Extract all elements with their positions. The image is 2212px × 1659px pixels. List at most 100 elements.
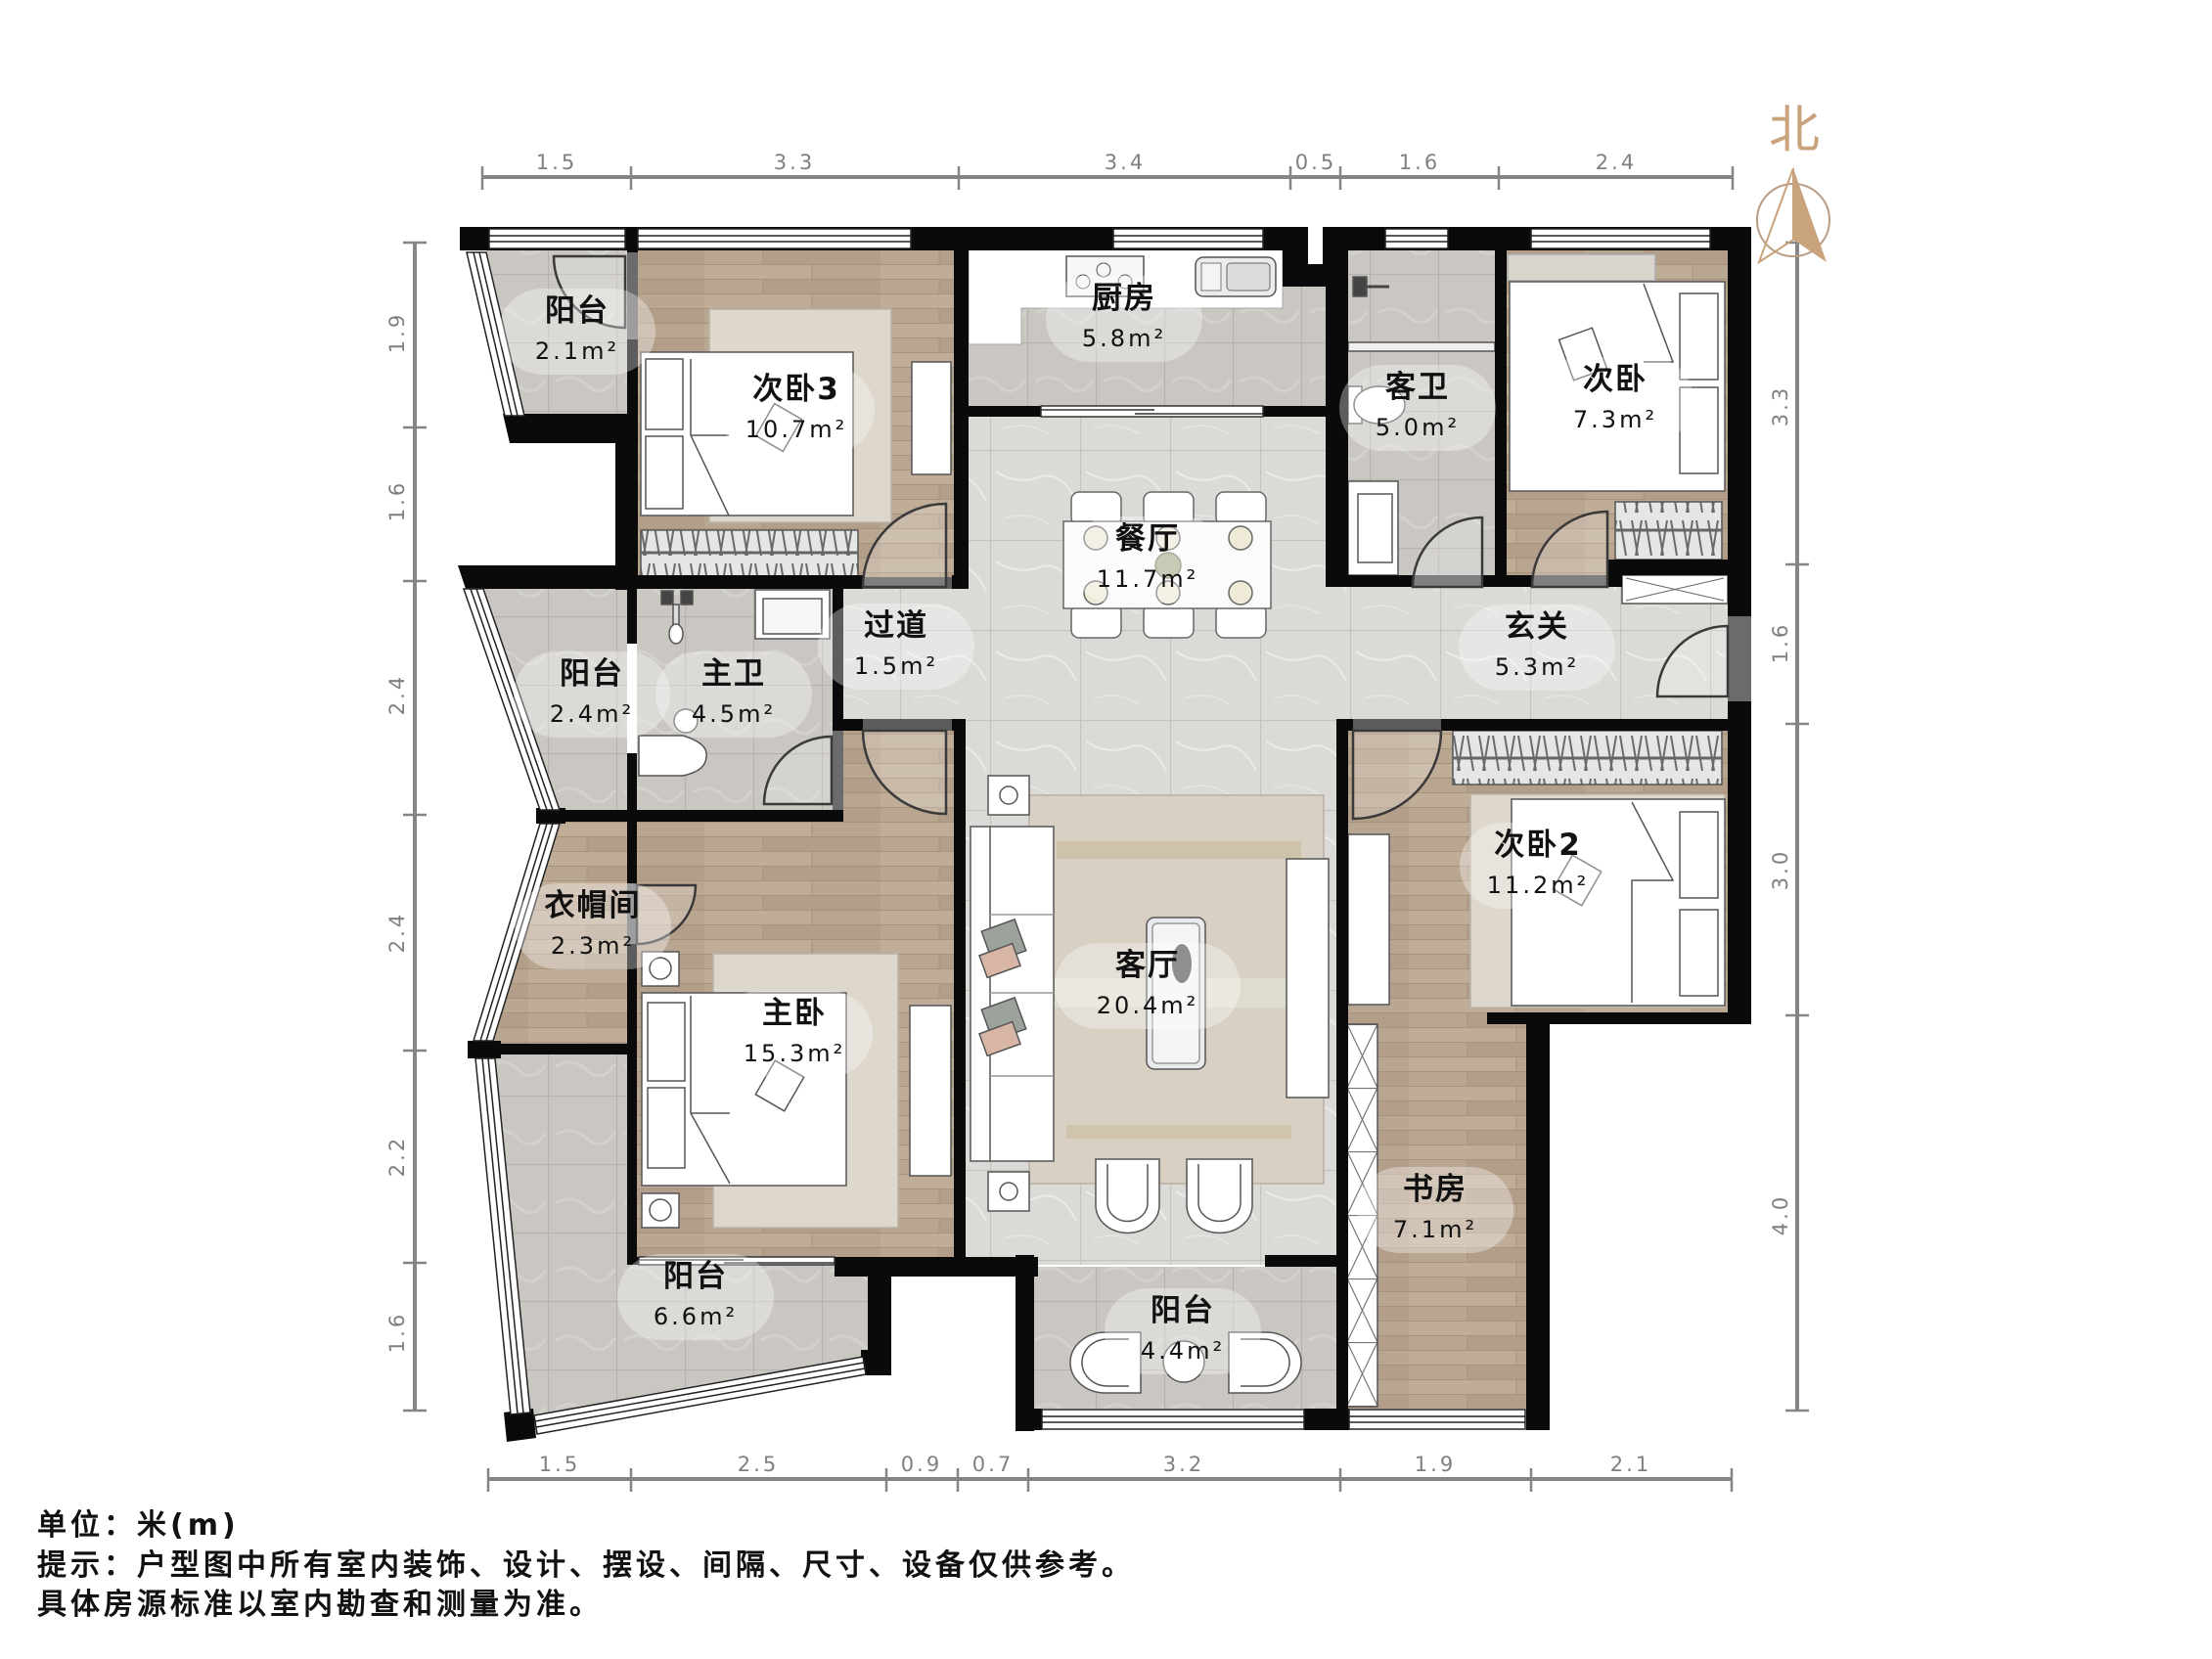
room-label-bedroom-2: 次卧2 11.2m²	[1430, 823, 1646, 909]
room-area: 2.3m²	[550, 932, 636, 960]
room-label-master-bathroom: 主卫 4.5m²	[626, 651, 841, 738]
label-pill	[716, 991, 873, 1077]
room-name: 客厅	[1115, 948, 1180, 983]
dimension-label: 0.7	[971, 1453, 1015, 1476]
room-name: 阳台	[1151, 1293, 1215, 1328]
room-area: 20.4m²	[1096, 992, 1199, 1019]
room-name: 次卧	[1583, 362, 1648, 397]
room-label-entrance-hall: 玄关 5.3m²	[1429, 605, 1645, 691]
room-label-bedroom-3: 次卧3 10.7m²	[689, 367, 904, 453]
unit-note: 单位：米(m)	[37, 1508, 240, 1543]
room-label-bedroom-northeast: 次卧 7.3m²	[1508, 357, 1723, 443]
dimension-label: 3.2	[1162, 1453, 1205, 1476]
room-name: 餐厅	[1115, 521, 1180, 557]
dimension-label: 0.5	[1294, 151, 1337, 174]
bedroom-2-furniture	[1347, 730, 1726, 1009]
room-area: 4.4m²	[1140, 1337, 1226, 1365]
room-name: 客卫	[1385, 370, 1450, 405]
windows	[462, 228, 1711, 1435]
label-pill	[1105, 1288, 1261, 1374]
room-label-kitchen: 厨房 5.8m²	[1016, 276, 1232, 362]
room-name: 阳台	[560, 656, 624, 692]
room-area: 1.5m²	[853, 652, 939, 680]
label-pill	[1537, 357, 1693, 443]
room-name: 次卧3	[752, 372, 840, 407]
room-name: 阳台	[545, 293, 609, 329]
plan-notes: 单位：米(m) 提示：户型图中所有室内装饰、设计、摆设、间隔、尺寸、设备仅供参考…	[37, 1506, 1135, 1626]
label-pill	[1357, 1167, 1513, 1253]
room-area: 2.4m²	[549, 700, 635, 728]
dimension-label: 3.3	[773, 151, 816, 174]
label-pill	[818, 604, 974, 690]
dimension-label: 1.5	[535, 151, 578, 174]
room-area: 5.8m²	[1081, 325, 1167, 352]
room-area: 11.2m²	[1486, 872, 1590, 899]
dimension-label: 4.0	[1769, 1193, 1792, 1236]
room-area: 5.3m²	[1494, 653, 1580, 681]
label-pill	[515, 883, 671, 969]
dimension-label: 1.5	[538, 1453, 581, 1476]
guest-bathroom-fixtures	[1347, 276, 1496, 576]
label-pill	[655, 651, 812, 738]
room-label-master-bedroom: 主卧 15.3m²	[687, 991, 902, 1077]
room-area: 5.0m²	[1375, 414, 1461, 441]
shaft-notch	[1308, 227, 1323, 264]
label-pill	[499, 289, 655, 375]
label-pill	[1055, 943, 1241, 1029]
room-name: 玄关	[1505, 609, 1569, 645]
dimension-label: 1.9	[385, 311, 409, 354]
room-label-balcony-west: 阳台 2.4m²	[484, 651, 700, 738]
room-name: 厨房	[1092, 281, 1156, 316]
doors	[552, 252, 1751, 1266]
room-label-cloakroom: 衣帽间 2.3m²	[485, 883, 700, 969]
label-pill	[617, 1254, 774, 1340]
label-pill	[514, 651, 670, 738]
room-label-balcony-southwest: 阳台 6.6m²	[588, 1254, 803, 1340]
dimension-label: 1.6	[1398, 151, 1441, 174]
compass-icon	[1756, 167, 1830, 265]
label-pill	[1046, 276, 1202, 362]
living-room-furniture	[970, 775, 1330, 1234]
room-label-living-room: 客厅 20.4m²	[1040, 943, 1255, 1029]
walls	[458, 227, 1751, 1442]
dining-table	[1062, 491, 1272, 639]
dimension-label: 3.0	[1769, 848, 1792, 891]
label-pill	[1339, 365, 1496, 451]
room-area: 15.3m²	[743, 1040, 846, 1067]
dimension-label: 3.4	[1104, 151, 1147, 174]
kitchen-counter	[968, 248, 1284, 345]
room-area: 11.7m²	[1096, 565, 1199, 593]
room-label-balcony-south: 阳台 4.4m²	[1075, 1288, 1290, 1374]
room-area: 10.7m²	[745, 416, 848, 443]
disclaimer-note: 提示：户型图中所有室内装饰、设计、摆设、间隔、尺寸、设备仅供参考。	[37, 1547, 1135, 1583]
room-label-balcony-northwest: 阳台 2.1m²	[470, 289, 685, 375]
balcony-south-furniture	[1069, 1331, 1302, 1394]
room-label-dining-room: 餐厅 11.7m²	[1040, 516, 1255, 603]
label-pill	[1460, 823, 1616, 909]
dimension-label: 2.5	[737, 1453, 780, 1476]
shoe-cabinet	[1621, 574, 1729, 605]
master-bathroom-fixtures	[638, 589, 831, 777]
dimension-label: 1.6	[385, 1311, 409, 1354]
north-label: 北	[1768, 101, 1821, 160]
dimension-label: 2.1	[1609, 1453, 1652, 1476]
room-label-corridor: 过道 1.5m²	[789, 604, 1004, 690]
standard-note: 具体房源标准以室内勘查和测量为准。	[37, 1588, 603, 1622]
dimension-label: 2.2	[385, 1135, 409, 1178]
study-wardrobe	[1346, 1023, 1378, 1408]
room-name: 衣帽间	[544, 888, 642, 923]
master-bedroom-furniture	[641, 951, 952, 1229]
room-area: 6.6m²	[653, 1303, 739, 1330]
dimension-label: 2.4	[385, 911, 409, 954]
label-pill	[1459, 605, 1615, 691]
dimension-label: 2.4	[1595, 151, 1638, 174]
room-area: 7.3m²	[1572, 406, 1658, 433]
room-label-study: 书房 7.1m²	[1328, 1167, 1543, 1253]
room-name: 书房	[1403, 1172, 1467, 1207]
dimension-label: 1.6	[385, 479, 409, 522]
label-pill	[1069, 516, 1226, 603]
dimension-label: 3.3	[1769, 384, 1792, 427]
bedroom-3-furniture	[640, 308, 952, 577]
room-name: 次卧2	[1494, 828, 1582, 863]
